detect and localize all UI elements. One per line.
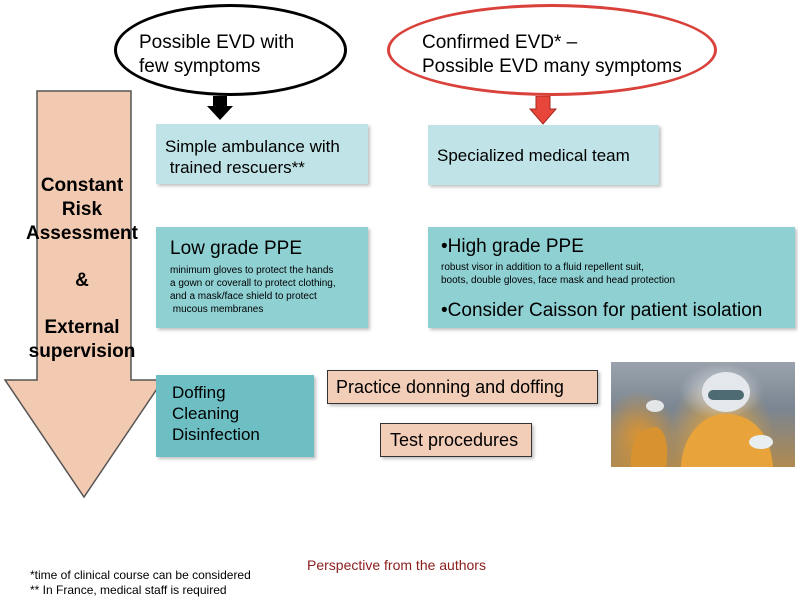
side-line-external: External — [44, 317, 120, 338]
side-line-assessment: Assessment — [26, 223, 138, 244]
side-line-supervision: supervision — [28, 341, 136, 362]
box-high-grade-ppe: •High grade PPE robust visor in addition… — [428, 227, 795, 328]
ambulance-line1: Simple ambulance with — [165, 137, 340, 156]
high-ppe-title: •High grade PPE — [441, 236, 584, 257]
box-practice-donning-doffing: Practice donning and doffing — [327, 370, 598, 404]
box-low-grade-ppe: Low grade PPE minimum gloves to protect … — [156, 227, 368, 328]
high-ppe-caisson: •Consider Caisson for patient isolation — [441, 300, 763, 321]
oval-few-line2: few symptoms — [139, 56, 261, 77]
high-ppe-line1: robust visor in addition to a fluid repe… — [441, 262, 644, 273]
low-ppe-line4: mucous membranes — [170, 304, 264, 315]
box-test-procedures: Test procedures — [380, 423, 532, 457]
black-down-arrow — [207, 96, 233, 120]
test-procedures-text: Test procedures — [390, 430, 519, 450]
oval-few-symptoms-text: Possible EVD with few symptoms — [139, 31, 339, 79]
footnote-clinical-course: *time of clinical course can be consider… — [30, 568, 251, 582]
red-down-arrow — [529, 96, 557, 125]
high-ppe-line2: boots, double gloves, face mask and head… — [441, 275, 676, 286]
low-ppe-line3: and a mask/face shield to protect — [170, 291, 317, 302]
oval-many-line1: Confirmed EVD* – — [422, 32, 578, 53]
side-line-ampersand: & — [75, 270, 89, 291]
oval-many-symptoms-text: Confirmed EVD* – Possible EVD many sympt… — [422, 31, 707, 79]
low-ppe-title: Low grade PPE — [170, 238, 303, 259]
oval-many-symptoms — [387, 4, 717, 96]
practice-text: Practice donning and doffing — [336, 377, 564, 397]
perspective-credit: Perspective from the authors — [307, 557, 486, 573]
protective-suit-figure — [630, 372, 773, 467]
protective-suit-photo — [611, 362, 795, 467]
box-specialized-medical-team: Specialized medical team — [428, 125, 659, 185]
side-line-constant: Constant — [40, 175, 124, 196]
doffing-line: Doffing — [172, 383, 226, 402]
ambulance-line2: trained rescuers** — [165, 158, 305, 177]
footnote-france-staff: ** In France, medical staff is required — [30, 583, 227, 597]
disinfection-line: Disinfection — [172, 425, 260, 444]
oval-few-line1: Possible EVD with — [139, 32, 295, 53]
side-line-risk: Risk — [61, 199, 103, 220]
oval-few-symptoms — [114, 4, 347, 96]
low-ppe-line2: a gown or coverall to protect clothing, — [170, 278, 336, 289]
oval-many-line2: Possible EVD many symptoms — [422, 56, 682, 77]
risk-assessment-label: Constant Risk Assessment & External supe… — [2, 174, 162, 364]
low-ppe-line1: minimum gloves to protect the hands — [170, 265, 334, 276]
risk-assessment-arrow — [3, 90, 165, 499]
footnotes: *time of clinical course can be consider… — [30, 568, 330, 598]
box-simple-ambulance: Simple ambulance with trained rescuers** — [156, 124, 368, 184]
cleaning-line: Cleaning — [172, 404, 240, 423]
box-doffing-cleaning-disinfection: Doffing Cleaning Disinfection — [156, 375, 314, 457]
medical-team-text: Specialized medical team — [437, 146, 630, 165]
